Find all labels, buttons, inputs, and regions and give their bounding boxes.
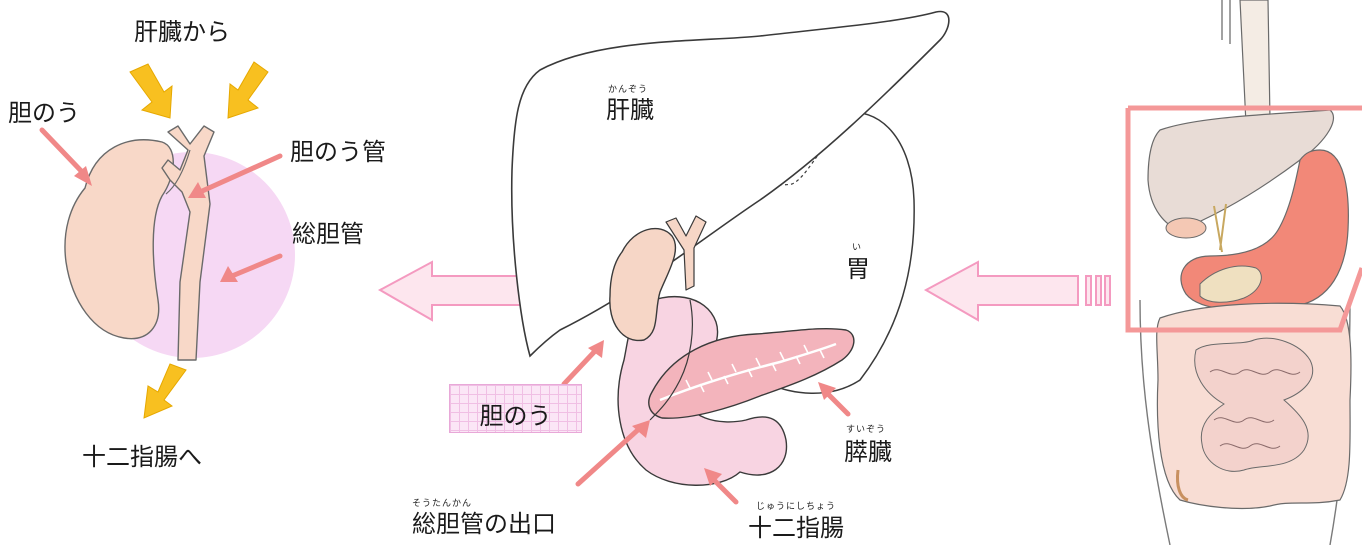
label-gallbladder: 胆のう — [8, 101, 80, 125]
torso-overview-panel — [1128, 0, 1362, 545]
ruby-duodenum: じゅうにしちょう — [756, 503, 836, 512]
gallbladder-detail-panel — [65, 126, 295, 360]
yellow-arrow-down-out — [144, 364, 186, 418]
pointer-bile-duct-exit — [578, 428, 640, 484]
ruby-bile-duct-exit: そうたんかん — [412, 500, 472, 509]
yellow-arrow-left-in — [130, 64, 172, 118]
label-center-gallbladder: 胆のう — [450, 396, 581, 431]
overview-gallbladder — [1166, 218, 1206, 238]
label-liver: 肝臓 — [606, 98, 654, 122]
label-from-liver: 肝臓から — [134, 20, 230, 44]
label-to-duodenum: 十二指腸へ — [82, 445, 202, 469]
ruby-pancreas: すいぞう — [846, 426, 886, 435]
label-common-bile-duct: 総胆管 — [292, 222, 364, 246]
big-arrow-right — [926, 262, 1110, 320]
pointer-pancreas — [826, 392, 848, 414]
label-bile-duct-exit: 総胆管の出口 — [412, 512, 556, 536]
pointer-center-gallbladder — [564, 350, 596, 384]
label-stomach: 胃 — [846, 257, 870, 281]
label-pancreas: 膵臓 — [844, 440, 892, 464]
label-cystic-duct: 胆のう管 — [290, 140, 386, 164]
gallbladder-label-box: 胆のう — [449, 384, 582, 433]
ruby-liver: かんぞう — [608, 86, 648, 95]
esophagus — [1240, 0, 1270, 124]
liver-shape — [512, 12, 949, 356]
label-duodenum: 十二指腸 — [748, 516, 844, 540]
ruby-stomach: い — [852, 244, 862, 253]
yellow-arrow-right-in — [228, 62, 268, 118]
pointer-gallbladder — [42, 130, 86, 176]
